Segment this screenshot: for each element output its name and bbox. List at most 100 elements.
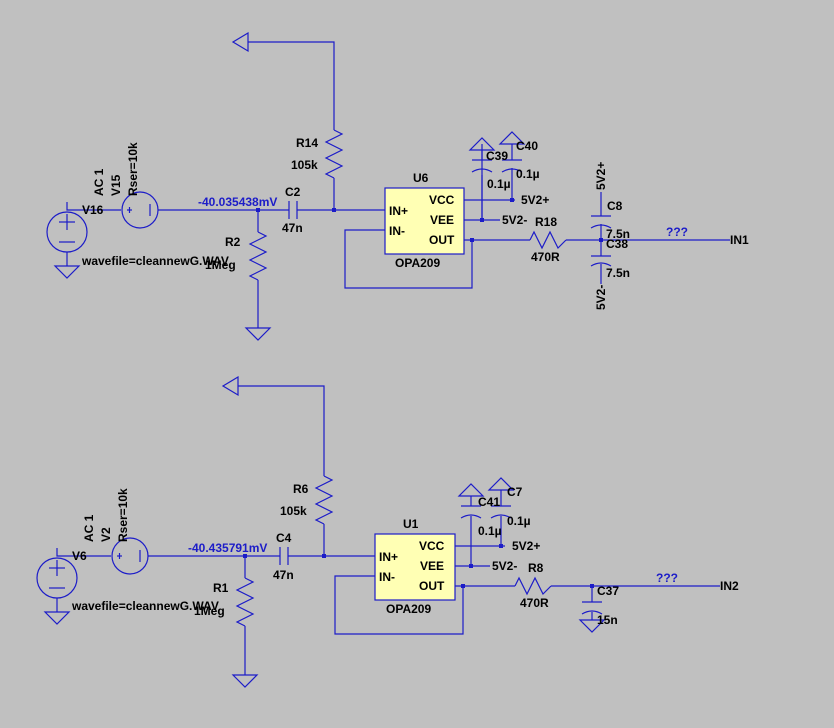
top-c8 xyxy=(590,215,612,229)
top-r18 xyxy=(529,230,567,250)
bottom-v2-source xyxy=(111,537,149,575)
top-rser-label: Rser=10k xyxy=(126,142,140,196)
top-ground-c40 xyxy=(498,131,526,145)
bottom-rser-label: Rser=10k xyxy=(116,488,130,542)
bottom-opamp-model: OPA209 xyxy=(386,602,431,616)
top-opamp-u6 xyxy=(384,187,465,255)
bottom-r6 xyxy=(314,475,334,525)
top-ground-c39 xyxy=(468,137,496,151)
bottom-ground-c41 xyxy=(457,483,485,497)
bottom-ac-label: AC 1 xyxy=(82,514,96,542)
top-rail-neg: 5V2- xyxy=(502,213,527,227)
bottom-c37-name: C37 xyxy=(597,584,619,598)
bottom-r1 xyxy=(235,577,255,627)
top-wires xyxy=(66,41,730,328)
bottom-ground-c37 xyxy=(578,619,606,633)
bottom-opamp-name: U1 xyxy=(403,517,419,531)
bottom-ground-c7 xyxy=(487,477,515,491)
top-c40 xyxy=(501,159,523,173)
top-pin-vee: VEE xyxy=(430,213,454,227)
top-rail-pos: 5V2+ xyxy=(521,193,549,207)
top-v15-source xyxy=(121,191,159,229)
top-pin-out: OUT xyxy=(429,233,455,247)
top-c40-value: 0.1µ xyxy=(516,167,540,181)
bottom-circuit: AC 1 V2 Rser=10k V6 wavefile=cleannewG.W… xyxy=(36,375,739,688)
top-c8-name: C8 xyxy=(607,199,623,213)
bottom-ground-v6 xyxy=(43,611,71,625)
bottom-r6-name: R6 xyxy=(293,482,309,496)
top-circuit: AC 1 V15 Rser=10k V16 wavefile=cleannewG… xyxy=(46,31,749,341)
top-ground-v16 xyxy=(53,265,81,279)
bottom-r8 xyxy=(514,576,552,596)
top-out-net: IN1 xyxy=(730,233,749,247)
top-v16-source xyxy=(46,211,88,253)
bottom-v6-source xyxy=(36,557,78,599)
top-c39 xyxy=(471,159,493,173)
top-ac-label: AC 1 xyxy=(92,168,106,196)
top-c2 xyxy=(288,201,298,219)
bottom-v6-label: V6 xyxy=(72,549,87,563)
bottom-opamp-u1 xyxy=(374,533,456,601)
bottom-net-unknown: ??? xyxy=(656,571,678,585)
top-opamp-model: OPA209 xyxy=(395,256,440,270)
top-c38-name: C38 xyxy=(606,237,628,251)
top-r14-name: R14 xyxy=(296,136,318,150)
top-c39-value: 0.1µ xyxy=(487,177,511,191)
bottom-r1-value: 1Meg xyxy=(194,604,225,618)
top-c38-value: 7.5n xyxy=(606,266,630,280)
bottom-pin-vcc: VCC xyxy=(419,539,445,553)
bottom-r8-name: R8 xyxy=(528,561,544,575)
top-c8-rail-label: 5V2+ xyxy=(594,162,608,190)
top-r2-value: 1Meg xyxy=(205,258,236,272)
bottom-rail-neg: 5V2- xyxy=(492,559,517,573)
top-net-unknown: ??? xyxy=(666,225,688,239)
top-c38-rail-label: 5V2- xyxy=(594,285,608,310)
top-c39-name: C39 xyxy=(486,149,508,163)
bottom-c4 xyxy=(279,547,289,565)
top-c38 xyxy=(590,255,612,267)
top-v15-label: V15 xyxy=(109,174,123,196)
bottom-c7 xyxy=(490,505,512,519)
top-c8-value: 7.5n xyxy=(606,227,630,241)
top-c40-name: C40 xyxy=(516,139,538,153)
top-r2 xyxy=(248,231,268,281)
bottom-c7-name: C7 xyxy=(507,485,523,499)
bottom-ground-r1 xyxy=(231,674,259,688)
top-r2-name: R2 xyxy=(225,235,241,249)
bottom-pin-vee: VEE xyxy=(420,559,444,573)
top-r14 xyxy=(324,129,344,179)
bottom-feedback-arrow xyxy=(221,375,239,397)
top-feedback-arrow xyxy=(231,31,249,53)
bottom-r1-name: R1 xyxy=(213,581,229,595)
top-c2-name: C2 xyxy=(285,185,301,199)
top-v16-label: V16 xyxy=(82,203,104,217)
bottom-node-voltage: -40.435791mV xyxy=(188,541,267,555)
top-wavefile-label: wavefile=cleannewG.WAV xyxy=(81,254,229,268)
top-pin-vcc: VCC xyxy=(429,193,455,207)
bottom-wires xyxy=(56,385,720,675)
bottom-pin-out: OUT xyxy=(419,579,445,593)
bottom-pin-inp: IN+ xyxy=(379,550,398,564)
bottom-r6-value: 105k xyxy=(280,504,307,518)
bottom-pin-inm: IN- xyxy=(379,570,395,584)
bottom-out-net: IN2 xyxy=(720,579,739,593)
top-opamp-name: U6 xyxy=(413,171,429,185)
bottom-c4-name: C4 xyxy=(276,531,292,545)
top-r18-name: R18 xyxy=(535,215,557,229)
bottom-wavefile-label: wavefile=cleannewG.WAV xyxy=(71,599,219,613)
bottom-c41-name: C41 xyxy=(478,495,500,509)
bottom-c37-value: 15n xyxy=(597,613,618,627)
bottom-junctions xyxy=(243,544,594,588)
top-pin-inm: IN- xyxy=(389,224,405,238)
bottom-r8-value: 470R xyxy=(520,596,549,610)
top-node-voltage: -40.035438mV xyxy=(198,195,277,209)
top-pin-inp: IN+ xyxy=(389,204,408,218)
bottom-rail-pos: 5V2+ xyxy=(512,539,540,553)
bottom-v2-label: V2 xyxy=(99,527,113,542)
bottom-c41-value: 0.1µ xyxy=(478,524,502,538)
bottom-c41 xyxy=(460,505,482,519)
bottom-c7-value: 0.1µ xyxy=(507,514,531,528)
top-c2-value: 47n xyxy=(282,221,303,235)
top-ground-r2 xyxy=(244,327,272,341)
